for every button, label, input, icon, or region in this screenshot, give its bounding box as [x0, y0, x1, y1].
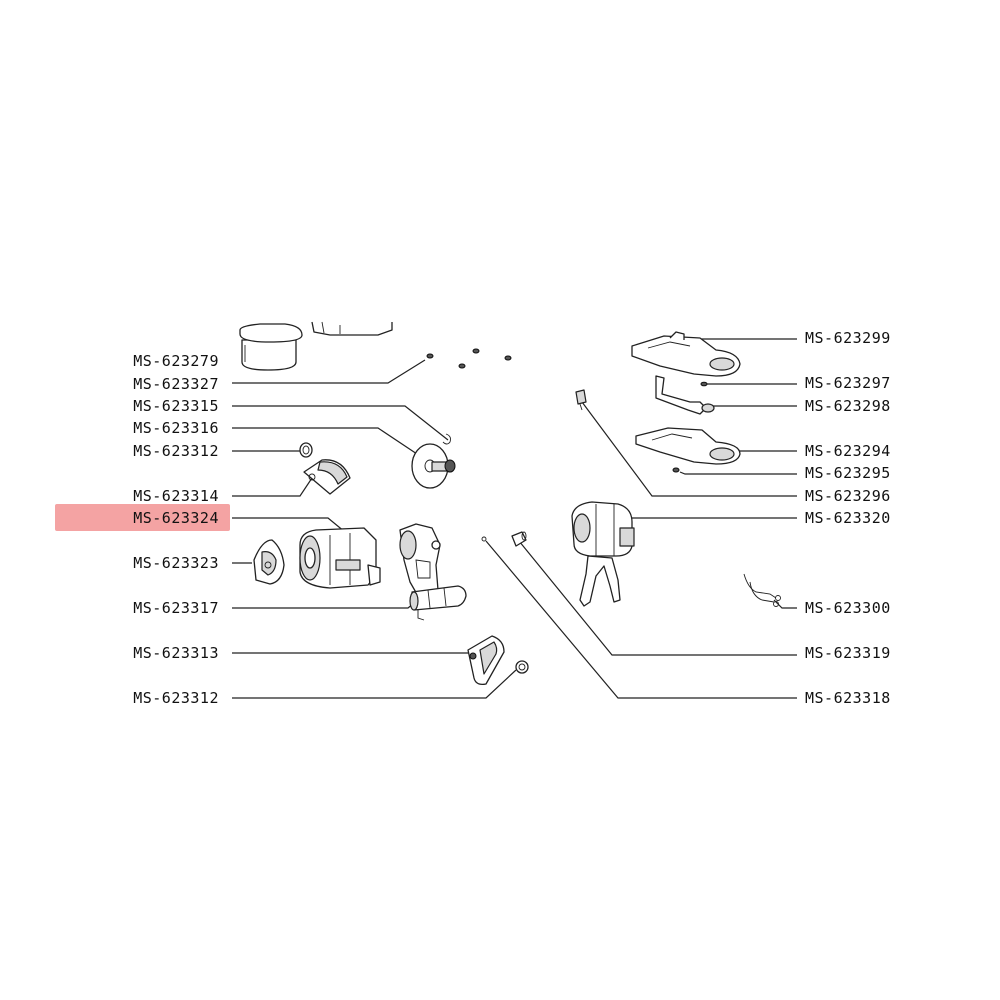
- label-ms-623312-top: MS-623312: [133, 442, 219, 460]
- part-gearbox-frame: [399, 523, 441, 599]
- part-clip: [442, 433, 451, 445]
- label-ms-623323: MS-623323: [133, 554, 219, 572]
- label-ms-623294: MS-623294: [805, 442, 891, 460]
- label-ms-623317: MS-623317: [133, 599, 219, 617]
- label-ms-623315: MS-623315: [133, 397, 219, 415]
- part-top-bracket: [311, 321, 393, 336]
- part-lower-plate: [635, 427, 741, 465]
- part-wire-harness: [743, 573, 781, 607]
- part-disc-shaft: [411, 443, 456, 489]
- part-tiny-nut: [672, 467, 680, 473]
- part-lever: [655, 375, 715, 415]
- label-ms-623316: MS-623316: [133, 419, 219, 437]
- part-tiny-screw: [700, 381, 708, 387]
- label-ms-623319: MS-623319: [805, 644, 891, 662]
- label-ms-623298: MS-623298: [805, 397, 891, 415]
- label-ms-623318: MS-623318: [805, 689, 891, 707]
- label-ms-623297: MS-623297: [805, 374, 891, 392]
- label-ms-623312-bottom: MS-623312: [133, 689, 219, 707]
- label-ms-623279: MS-623279: [133, 352, 219, 370]
- label-ms-623324: MS-623324: [133, 509, 219, 527]
- label-ms-623296: MS-623296: [805, 487, 891, 505]
- part-small-screws: [426, 348, 512, 369]
- part-switch: [575, 389, 587, 411]
- part-side-cover: [253, 539, 285, 585]
- label-ms-623313: MS-623313: [133, 644, 219, 662]
- part-cup-filter: [239, 323, 303, 371]
- part-cover-plate: [467, 635, 505, 686]
- part-small-motor: [409, 585, 467, 621]
- part-gear-sector: [303, 459, 351, 495]
- part-bushing-bottom: [515, 660, 529, 674]
- part-upper-plate: [631, 331, 741, 377]
- part-motor-housing: [299, 527, 381, 589]
- leader-lines: [232, 338, 797, 699]
- label-ms-623320: MS-623320: [805, 509, 891, 527]
- part-main-motor: [571, 501, 635, 607]
- label-ms-623299: MS-623299: [805, 329, 891, 347]
- label-ms-623295: MS-623295: [805, 464, 891, 482]
- label-ms-623314: MS-623314: [133, 487, 219, 505]
- label-ms-623327: MS-623327: [133, 375, 219, 393]
- part-sleeve: [511, 531, 527, 547]
- part-pin: [481, 536, 487, 542]
- label-ms-623300: MS-623300: [805, 599, 891, 617]
- highlight-box-ms-623324: [55, 504, 230, 531]
- part-bushing-top: [299, 442, 313, 458]
